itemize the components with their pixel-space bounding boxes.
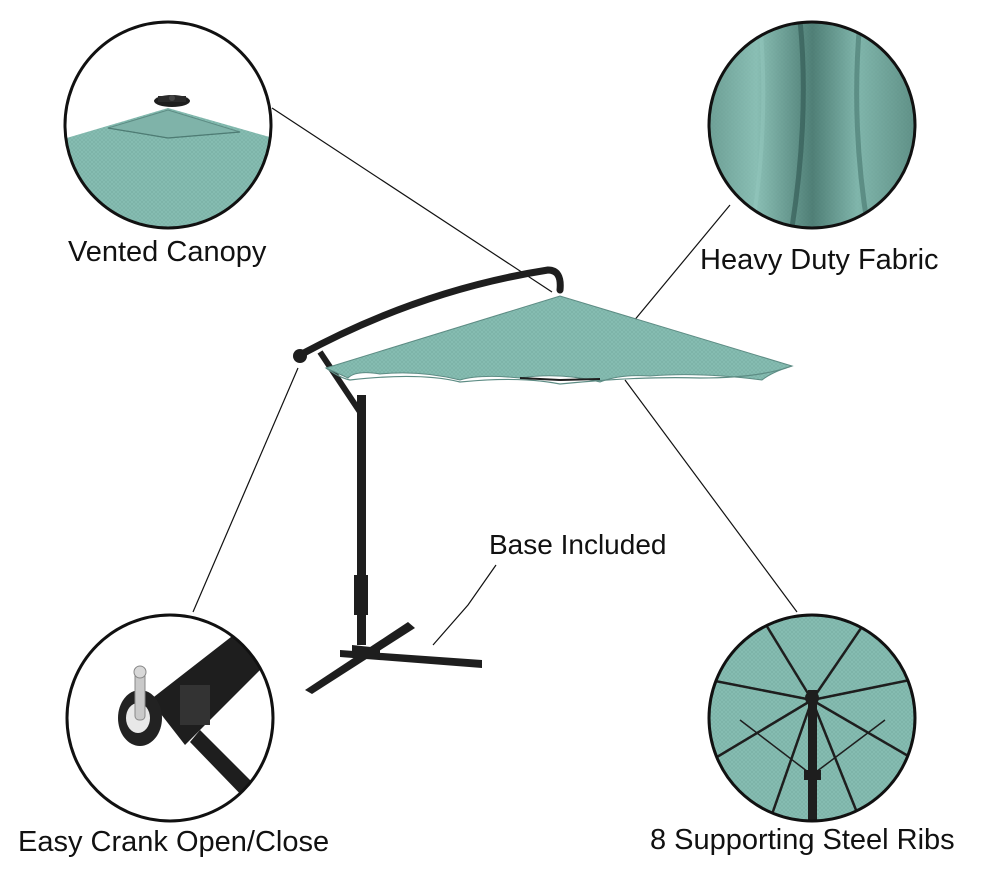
leader-lines [192,107,798,646]
callout-vented-canopy: Vented Canopy [68,236,267,268]
detail-easy-crank [65,613,275,823]
callout-easy-crank: Easy Crank Open/Close [18,826,330,858]
umbrella-canopy [324,295,794,383]
umbrella-arm [296,266,564,359]
callout-steel-ribs: 8 Supporting Steel Ribs [650,826,955,855]
leader-fabric [632,204,731,323]
umbrella-pole [357,395,366,645]
callout-heavy-duty-fabric: Heavy Duty Fabric [700,244,939,276]
callout-base-included: Base Included [489,529,667,560]
detail-vented-canopy [63,20,273,230]
crank-knob [293,349,307,363]
umbrella [293,266,794,694]
leader-base [432,564,497,646]
leader-vented [271,107,553,293]
detail-steel-ribs [707,613,917,823]
leader-ribs [624,379,798,613]
umbrella-base [305,622,482,694]
leader-crank [192,367,299,613]
detail-heavy-duty-fabric [707,20,917,230]
